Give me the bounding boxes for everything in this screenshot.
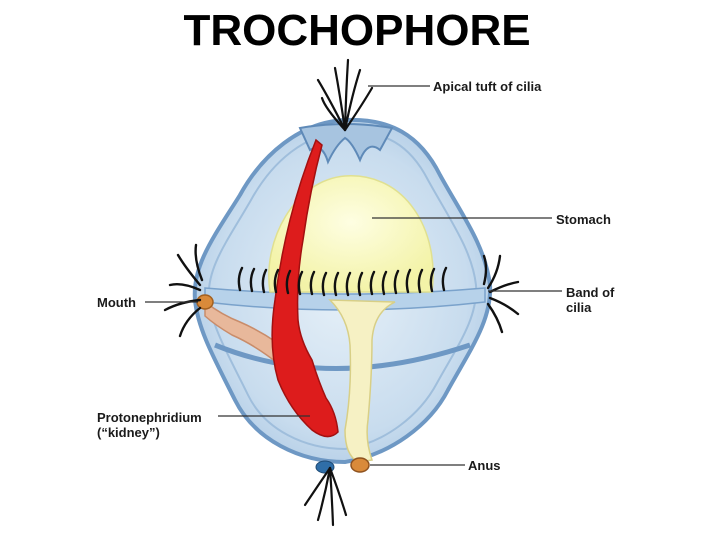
label-stomach: Stomach — [556, 212, 611, 227]
body-inner-edge — [207, 130, 478, 451]
page-title: TROCHOPHORE — [183, 6, 531, 55]
anus-opening — [350, 457, 370, 473]
label-mouth: Mouth — [97, 295, 136, 310]
label-leaders — [145, 85, 562, 466]
prototroch-cilia — [163, 243, 520, 338]
label-protonephridium-line2: (“kidney”) — [97, 425, 160, 440]
mouth-opening — [196, 294, 214, 310]
label-band-of-cilia-line2: cilia — [566, 300, 592, 315]
telotroch-cilia — [303, 466, 348, 527]
label-protonephridium-line1: Protonephridium — [97, 410, 202, 425]
apical-cilia — [316, 58, 374, 132]
stomach — [268, 175, 434, 293]
label-band-of-cilia-line1: Band of — [566, 285, 615, 300]
apical-plate — [298, 123, 394, 165]
metatroch-ring — [214, 342, 471, 371]
label-anus: Anus — [468, 458, 501, 473]
label-apical-tuft: Apical tuft of cilia — [433, 79, 542, 94]
protonephridium — [271, 138, 339, 438]
